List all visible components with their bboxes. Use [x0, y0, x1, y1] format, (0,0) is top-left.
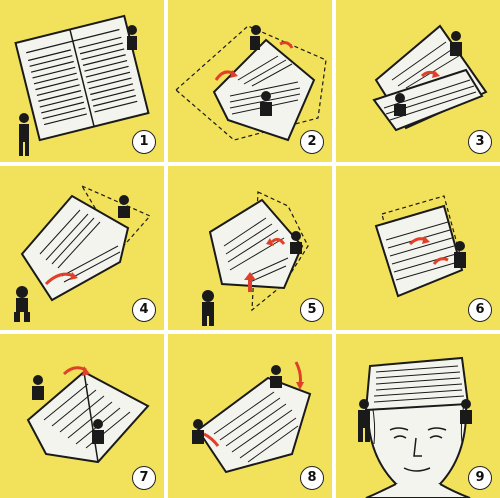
step-4-panel: 4 — [0, 166, 164, 330]
step-number-badge: 4 — [132, 298, 156, 322]
step-8-panel: 8 — [168, 334, 332, 498]
step-number-badge: 7 — [132, 466, 156, 490]
step-number-badge: 2 — [300, 130, 324, 154]
step-number-badge: 9 — [468, 466, 492, 490]
step-7-panel: 7 — [0, 334, 164, 498]
step-9-panel: 9 — [336, 334, 500, 498]
step-number-badge: 6 — [468, 298, 492, 322]
step-1-panel: 1 — [0, 0, 164, 162]
step-number-badge: 5 — [300, 298, 324, 322]
step-6-panel: 6 — [336, 166, 500, 330]
step-5-panel: 5 — [168, 166, 332, 330]
step-number-badge: 8 — [300, 466, 324, 490]
step-2-panel: 2 — [168, 0, 332, 162]
step-number-badge: 1 — [132, 130, 156, 154]
person-icon — [19, 113, 29, 156]
step-number-badge: 3 — [468, 130, 492, 154]
step-3-panel: 3 — [336, 0, 500, 162]
